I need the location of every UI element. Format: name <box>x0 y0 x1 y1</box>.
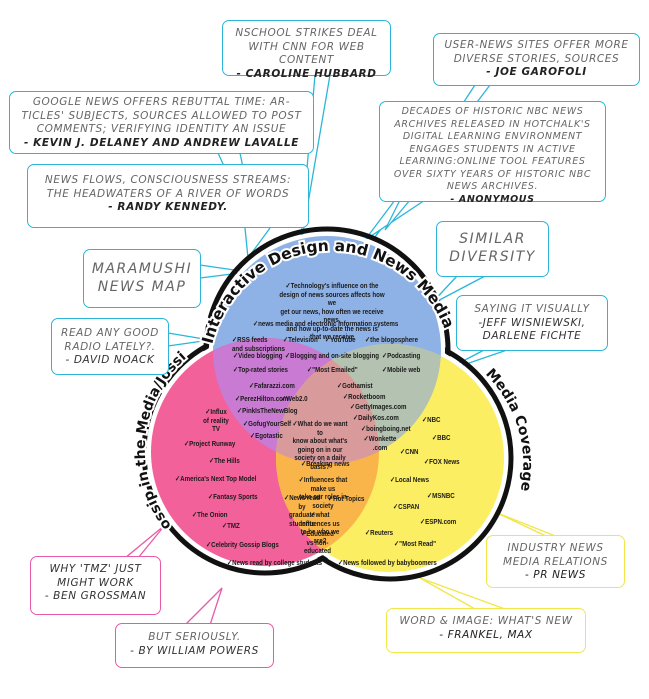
overlap-im-item: Wonkette .com <box>360 434 401 452</box>
callout-text: SIMILAR DIVERSITY <box>449 231 536 265</box>
overlap-im-item: GettyImages.com <box>350 402 406 412</box>
media-item: MSNBC <box>427 491 455 501</box>
callout-author: - BY WILLIAM POWERS <box>130 644 259 657</box>
interactive-item: Television <box>283 335 318 345</box>
gossip-item: America's Next Top Model <box>175 474 256 484</box>
callout-david-noack: READ ANY GOOD RADIO LATELY?. - DAVID NOA… <box>51 318 169 375</box>
callout-text: DECADES OF HISTORIC NBC NEWS ARCHIVES RE… <box>393 106 592 192</box>
callout-text: MARAMUSHI NEWS MAP <box>91 261 193 295</box>
gossip-item: Influx of reality TV <box>201 407 231 434</box>
interactive-item: Mobile web <box>382 365 420 375</box>
callout-text: NEWS FLOWS, CONSCIOUSNESS STREAMS: THE H… <box>44 174 292 200</box>
callout-randy-kennedy: NEWS FLOWS, CONSCIOUSNESS STREAMS: THE H… <box>27 164 309 228</box>
overlap-gm-item: Hot Topics <box>328 494 364 504</box>
callout-saying-visually: SAYING IT VISUALLY -JEFF WISNIEWSKI, DAR… <box>456 295 608 351</box>
media-item: "Most Read" <box>394 539 436 549</box>
media-item: NBC <box>422 415 440 425</box>
callout-similar-diversity: SIMILAR DIVERSITY <box>436 221 549 277</box>
callout-author: - JOE GAROFOLI <box>486 66 587 78</box>
overlap-im-item: DailyKos.com <box>353 413 399 423</box>
overlap-ig-item: GofugYourSelf <box>243 419 291 429</box>
callout-text: READ ANY GOOD RADIO LATELY?. <box>61 327 159 353</box>
tail-ben-grossman <box>124 524 166 559</box>
callout-text: SAYING IT VISUALLY <box>474 303 590 315</box>
callout-maramushi: MARAMUSHI NEWS MAP <box>83 249 201 308</box>
gossip-item: The Hills <box>209 456 240 466</box>
callout-frankel: WORD & IMAGE: WHAT'S NEW - FRANKEL, MAX <box>386 608 586 653</box>
callout-pr-news: INDUSTRY NEWS MEDIA RELATIONS - PR NEWS <box>486 535 625 588</box>
callout-text: GOOGLE NEWS OFFERS REBUTTAL TIME: AR-TIC… <box>21 96 302 135</box>
callout-author: - FRANKEL, MAX <box>439 628 533 641</box>
gossip-item: News read by college students <box>227 558 322 568</box>
callout-text: INDUSTRY NEWS MEDIA RELATIONS <box>503 542 608 568</box>
callout-author: - PR NEWS <box>524 569 587 581</box>
callout-author: - CAROLINE HUBBARD <box>236 67 377 80</box>
tail-pr-news <box>494 511 559 538</box>
gossip-item: Fantasy Sports <box>208 492 257 502</box>
tail-william-powers <box>184 587 223 626</box>
interactive-item: news media and electronic information sy… <box>253 319 398 329</box>
callout-author: - BEN GROSSMAN <box>44 590 147 602</box>
overlap-im-item: boingboing.net <box>361 424 410 434</box>
overlap-ig-item: PinkIsTheNewBlog <box>237 406 297 416</box>
callout-text: USER-NEWS SITES OFFER MORE DIVERSE STORI… <box>444 39 629 65</box>
callout-text: BUT SERIOUSLY. <box>148 631 241 643</box>
callout-author: - KEVIN J. DELANEY AND ANDREW LAVALLE <box>23 136 300 149</box>
gossip-item: Project Runway <box>184 439 235 449</box>
interactive-item: YouTube <box>325 335 355 345</box>
overlap-ig-item: Egotastic <box>250 431 283 441</box>
callout-kevin-delaney: GOOGLE NEWS OFFERS REBUTTAL TIME: AR-TIC… <box>9 91 314 154</box>
media-item: FOX News <box>424 457 459 467</box>
interactive-item: Technology's influence on the design of … <box>275 281 390 342</box>
gossip-item: TMZ <box>222 521 240 531</box>
gossip-item: The Onion <box>192 510 227 520</box>
overlap-center <box>276 344 379 464</box>
tail-decades-nbc <box>364 199 426 241</box>
interactive-item: Podcasting <box>382 351 420 361</box>
media-item: News followed by babyboomers <box>338 558 437 568</box>
callout-text: NSCHOOL STRIKES DEAL WITH CNN FOR WEB CO… <box>235 27 378 66</box>
overlap-ig-item: PerezHilton.com <box>235 394 288 404</box>
interactive-item: "Most Emailed" <box>307 365 357 375</box>
media-item: ESPN.com <box>420 517 456 527</box>
callout-text: WORD & IMAGE: WHAT'S NEW <box>399 615 573 627</box>
callout-author: - ANONYMOUS <box>450 193 535 205</box>
callout-decades-nbc: DECADES OF HISTORIC NBC NEWS ARCHIVES RE… <box>379 101 606 205</box>
overlap-ig-item: Fafarazzi.com <box>249 381 295 391</box>
callout-text: WHY 'TMZ' JUST MIGHT WORK <box>49 563 142 589</box>
tail-frankel <box>419 577 506 610</box>
media-item: Reuters <box>365 528 393 538</box>
overlap-gm-item: Educated vs non-educated <box>299 529 336 556</box>
interactive-item: the blogosphere <box>365 335 418 345</box>
gossip-item: Celebrity Gossip Blogs <box>206 540 279 550</box>
interactive-item: Video blogging <box>233 351 282 361</box>
callout-author: -JEFF WISNIEWSKI, DARLENE FICHTE <box>478 316 586 343</box>
callout-author: - DAVID NOACK <box>65 354 155 366</box>
callout-caroline-hubbard: NSCHOOL STRIKES DEAL WITH CNN FOR WEB CO… <box>222 20 391 80</box>
callout-william-powers: BUT SERIOUSLY. - BY WILLIAM POWERS <box>115 623 274 668</box>
media-item: CNN <box>400 447 418 457</box>
callout-author: - RANDY KENNEDY. <box>108 201 228 213</box>
callout-ben-grossman: WHY 'TMZ' JUST MIGHT WORK - BEN GROSSMAN <box>30 556 161 615</box>
callout-joe-garofoli: USER-NEWS SITES OFFER MORE DIVERSE STORI… <box>433 33 640 86</box>
tail-decades-nbc-2 <box>384 199 411 231</box>
overlap-im-item: Rocketboom <box>343 392 385 402</box>
overlap-im-item: Gothamist <box>337 381 372 391</box>
media-item: BBC <box>432 433 450 443</box>
interactive-item: Top-rated stories <box>233 365 288 375</box>
interactive-item: RSS feeds and subscriptions <box>232 335 285 353</box>
interactive-item: Blogging and on-site blogging <box>285 351 379 361</box>
media-item: CSPAN <box>393 502 419 512</box>
center-item: Breaking news <box>301 459 349 469</box>
media-item: Local News <box>390 475 429 485</box>
overlap-ig-item: Web2.0 <box>281 394 307 404</box>
